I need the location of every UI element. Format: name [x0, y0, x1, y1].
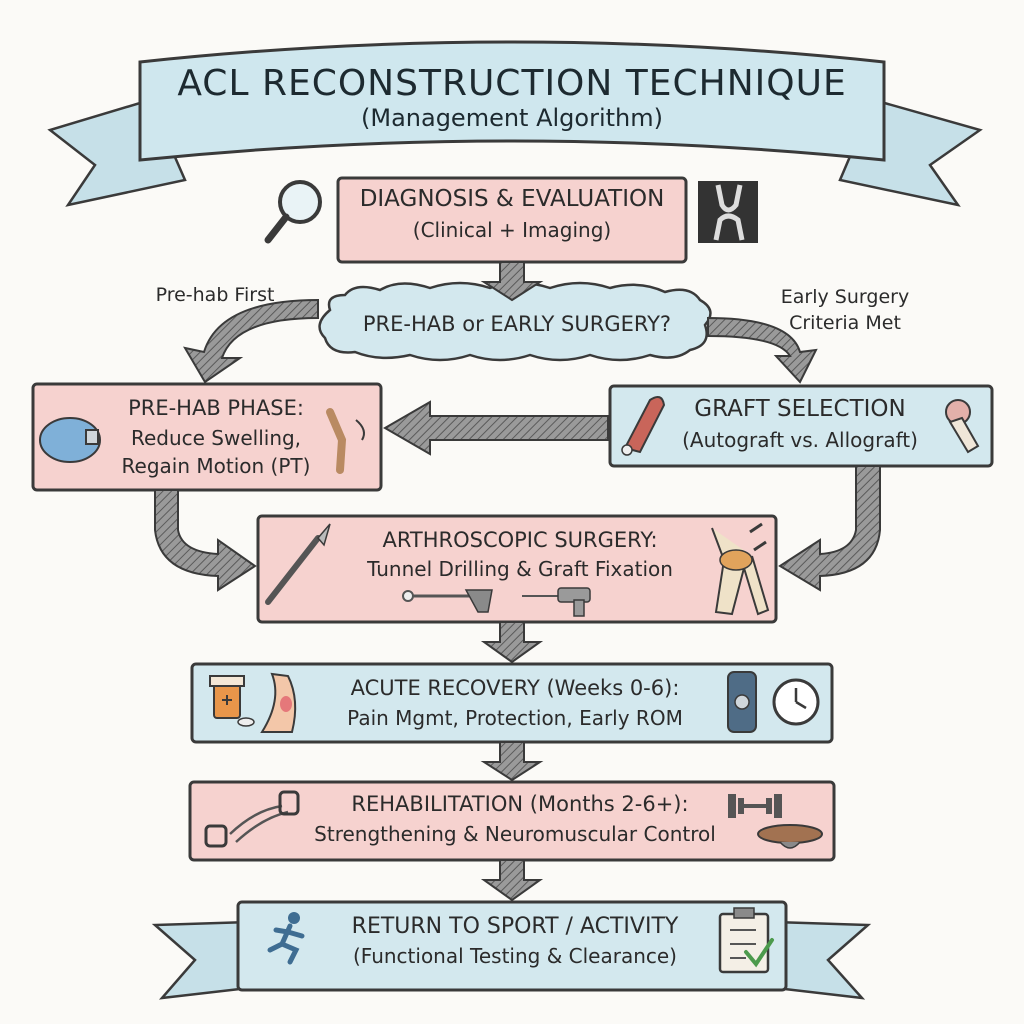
clock-icon	[772, 678, 820, 726]
scalpel-icon	[265, 523, 331, 605]
title-banner	[47, 40, 983, 207]
prehab-title: PRE-HAB PHASE:	[128, 396, 304, 420]
surgery-subtitle: Tunnel Drilling & Graft Fixation	[367, 557, 673, 581]
graft-title: GRAFT SELECTION	[694, 396, 906, 422]
arrow-decision-to-graft	[707, 316, 818, 384]
prehab-box	[31, 382, 383, 492]
return-banner	[151, 900, 872, 1000]
checklist-icon	[718, 907, 774, 974]
arrow-prehab-to-surgery	[154, 489, 257, 592]
branch-label-early-surgery-1: Early Surgery	[780, 286, 910, 308]
graft-subtitle: (Autograft vs. Allograft)	[682, 428, 918, 452]
surgery-title: ARTHROSCOPIC SURGERY:	[382, 528, 658, 552]
graft-box	[608, 384, 994, 468]
return-subtitle: (Functional Testing & Clearance)	[352, 944, 677, 968]
bone-graft-icon	[945, 399, 980, 454]
diagram-subtitle: (Management Algorithm)	[361, 104, 663, 132]
resistance-band-icon	[204, 790, 300, 848]
runner-icon	[267, 912, 305, 965]
knee-screws-icon	[711, 522, 770, 616]
decision-cloud	[318, 281, 712, 362]
acute-title: ACUTE RECOVERY (Weeks 0-6):	[350, 676, 680, 700]
diagram-title: ACL RECONSTRUCTION TECHNIQUE	[177, 63, 847, 104]
knee-brace-icon	[727, 671, 757, 733]
knee-xray-icon	[698, 181, 758, 243]
knee-swelling-icon	[260, 672, 297, 733]
knee-flexion-icon	[326, 408, 365, 474]
muscle-graft-icon	[621, 395, 666, 456]
arrow-acute-to-rehab	[480, 741, 544, 782]
branch-label-prehab: Pre-hab First	[155, 284, 275, 306]
rehab-title: REHABILITATION (Months 2-6+):	[351, 792, 689, 816]
prehab-line-3: Regain Motion (PT)	[121, 454, 311, 478]
drill-icon	[522, 587, 591, 617]
arrow-graft-to-prehab	[383, 400, 609, 456]
magnifier-icon	[264, 180, 322, 244]
arrow-decision-to-prehab	[182, 298, 319, 384]
branch-label-early-surgery-2: Criteria Met	[789, 312, 901, 334]
arrow-rehab-to-return	[480, 859, 544, 902]
arrow-graft-to-surgery	[778, 465, 881, 592]
balance-board-icon	[757, 824, 823, 849]
acute-subtitle: Pain Mgmt, Protection, Early ROM	[347, 706, 683, 730]
arthroscope-icon	[402, 589, 493, 613]
arrow-diagnosis-to-decision	[480, 261, 544, 302]
arrow-surgery-to-acute	[480, 621, 544, 664]
diagnosis-subtitle: (Clinical + Imaging)	[412, 218, 612, 242]
ice-pack-icon	[39, 417, 101, 463]
decision-label: PRE-HAB or EARLY SURGERY?	[362, 312, 672, 336]
pill-bottle-icon	[209, 675, 255, 727]
return-title: RETURN TO SPORT / ACTIVITY	[351, 914, 679, 939]
diagnosis-title: DIAGNOSIS & EVALUATION	[359, 186, 665, 212]
prehab-line-2: Reduce Swelling,	[130, 426, 302, 450]
dumbbell-icon	[728, 794, 782, 818]
rehab-subtitle: Strengthening & Neuromuscular Control	[314, 822, 716, 846]
